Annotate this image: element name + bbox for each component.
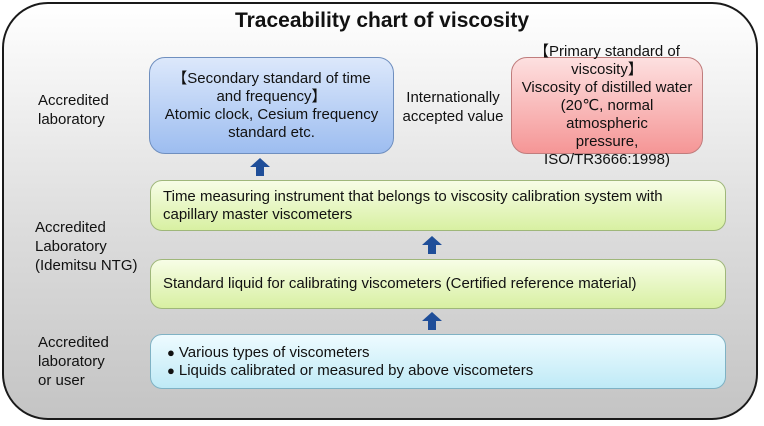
arrow-up-icon (422, 236, 442, 254)
internationally-accepted-label: Internationally accepted value (396, 88, 510, 126)
side-label-middle-line: Accredited (35, 219, 106, 236)
list-item-text: Various types of viscometers (178, 343, 370, 361)
side-label-middle-line: Laboratory (35, 238, 107, 255)
side-label-middle-line: (Idemitsu NTG) (35, 257, 138, 274)
arrow-up-icon (422, 312, 442, 330)
secondary-standard-line: and frequency】 (216, 87, 327, 105)
primary-standard-line: viscosity】 (571, 60, 643, 78)
viscometers-box: ● Various types of viscometers ● Liquids… (150, 334, 726, 389)
side-label-top: Accredited laboratory (38, 91, 109, 129)
primary-standard-line: Viscosity of distilled water (521, 78, 693, 96)
bullet-icon: ● (167, 362, 175, 378)
arrow-up-icon (250, 158, 270, 176)
secondary-standard-box: 【Secondary standard of time and frequenc… (149, 57, 394, 154)
secondary-standard-line: standard etc. (228, 123, 315, 141)
bullet-icon: ● (167, 344, 175, 360)
side-label-middle: Accredited Laboratory (Idemitsu NTG) (35, 218, 138, 275)
chart-title: Traceability chart of viscosity (234, 9, 530, 32)
time-instrument-line: Time measuring instrument that belongs t… (163, 187, 663, 205)
center-label-line: Internationally (406, 89, 500, 106)
side-label-bottom-line: Accredited (38, 334, 109, 351)
side-label-bottom-line: or user (38, 372, 85, 389)
time-instrument-box: Time measuring instrument that belongs t… (150, 180, 726, 231)
list-item-text: Liquids calibrated or measured by above … (178, 361, 534, 379)
standard-liquid-box: Standard liquid for calibrating viscomet… (150, 259, 726, 309)
side-label-bottom: Accredited laboratory or user (38, 333, 109, 390)
primary-standard-line: ISO/TR3666:1998) (544, 150, 670, 168)
standard-liquid-text: Standard liquid for calibrating viscomet… (163, 275, 637, 292)
side-label-top-line: laboratory (38, 111, 105, 128)
time-instrument-line: capillary master viscometers (163, 205, 353, 223)
primary-standard-line: (20℃, normal atmospheric (560, 96, 654, 132)
center-label-line: accepted value (402, 108, 504, 125)
side-label-top-line: Accredited (38, 92, 109, 109)
primary-standard-line: 【Primary standard of (534, 42, 680, 60)
primary-standard-box: 【Primary standard of viscosity】 Viscosit… (511, 43, 703, 168)
primary-standard-line: pressure, (575, 132, 639, 150)
secondary-standard-line: Atomic clock, Cesium frequency (164, 105, 379, 123)
list-item: ● Liquids calibrated or measured by abov… (167, 362, 709, 380)
side-label-bottom-line: laboratory (38, 353, 105, 370)
secondary-standard-line: 【Secondary standard of time (172, 69, 371, 87)
list-item: ● Various types of viscometers (167, 344, 709, 362)
